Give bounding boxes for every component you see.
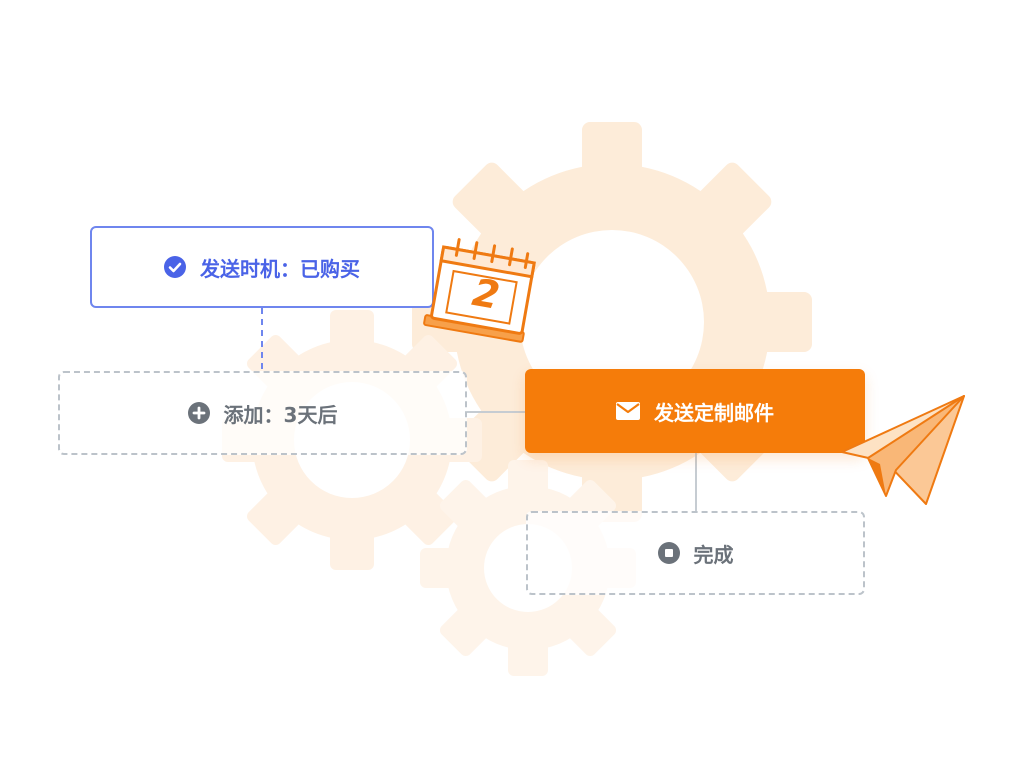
calendar-day: 2 — [469, 270, 503, 318]
send-email-node[interactable]: 发送定制邮件 — [525, 369, 865, 453]
check-circle-icon — [164, 256, 186, 278]
trigger-label: 发送时机：已购买 — [200, 256, 360, 281]
paper-plane-icon — [841, 395, 965, 505]
delay-label: 添加：3天后 — [223, 402, 338, 427]
done-label: 完成 — [693, 542, 734, 567]
email-label: 发送定制邮件 — [654, 400, 774, 425]
done-node[interactable]: 完成 — [526, 511, 865, 595]
envelope-icon — [616, 402, 640, 420]
delay-node[interactable]: 添加：3天后 — [58, 371, 467, 455]
stop-circle-icon — [657, 542, 680, 564]
connector-delay-to-email — [465, 411, 527, 413]
plus-circle-icon — [187, 402, 210, 424]
calendar-icon: 2 — [410, 232, 550, 356]
trigger-node[interactable]: 发送时机：已购买 — [90, 226, 434, 308]
connector-trigger-to-delay — [261, 308, 263, 372]
connector-email-to-done — [695, 451, 697, 513]
